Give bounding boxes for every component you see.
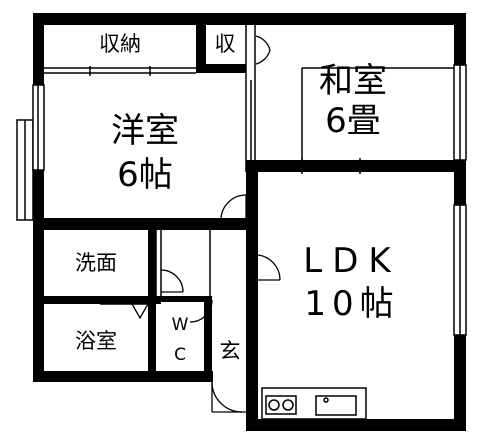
label-closet-large: 収納 xyxy=(99,32,141,56)
label-toilet-2: C xyxy=(174,345,186,365)
label-washroom: 洗面 xyxy=(75,251,117,275)
label-entrance: 玄 xyxy=(220,339,241,363)
label-ldk-1: LDK xyxy=(303,241,400,281)
label-japanese-room-2: 6畳 xyxy=(325,101,381,141)
label-toilet-1: W xyxy=(172,315,189,335)
right-windows xyxy=(453,64,467,336)
left-window xyxy=(16,84,45,221)
stove-burner-right xyxy=(282,399,294,411)
kitchen-counter xyxy=(261,387,367,420)
label-ldk-2: 10帖 xyxy=(304,284,399,324)
label-western-room-1: 洋室 xyxy=(111,111,179,151)
label-japanese-room-1: 和室 xyxy=(319,61,387,101)
interior-walls xyxy=(33,160,466,382)
label-western-room-2: 6帖 xyxy=(117,155,173,195)
door-swings xyxy=(131,35,281,413)
label-bathroom: 浴室 xyxy=(75,329,117,353)
sink xyxy=(315,395,357,416)
partitions xyxy=(44,25,454,305)
label-closet-small: 収 xyxy=(215,32,236,56)
stove-burner-left xyxy=(268,399,280,411)
